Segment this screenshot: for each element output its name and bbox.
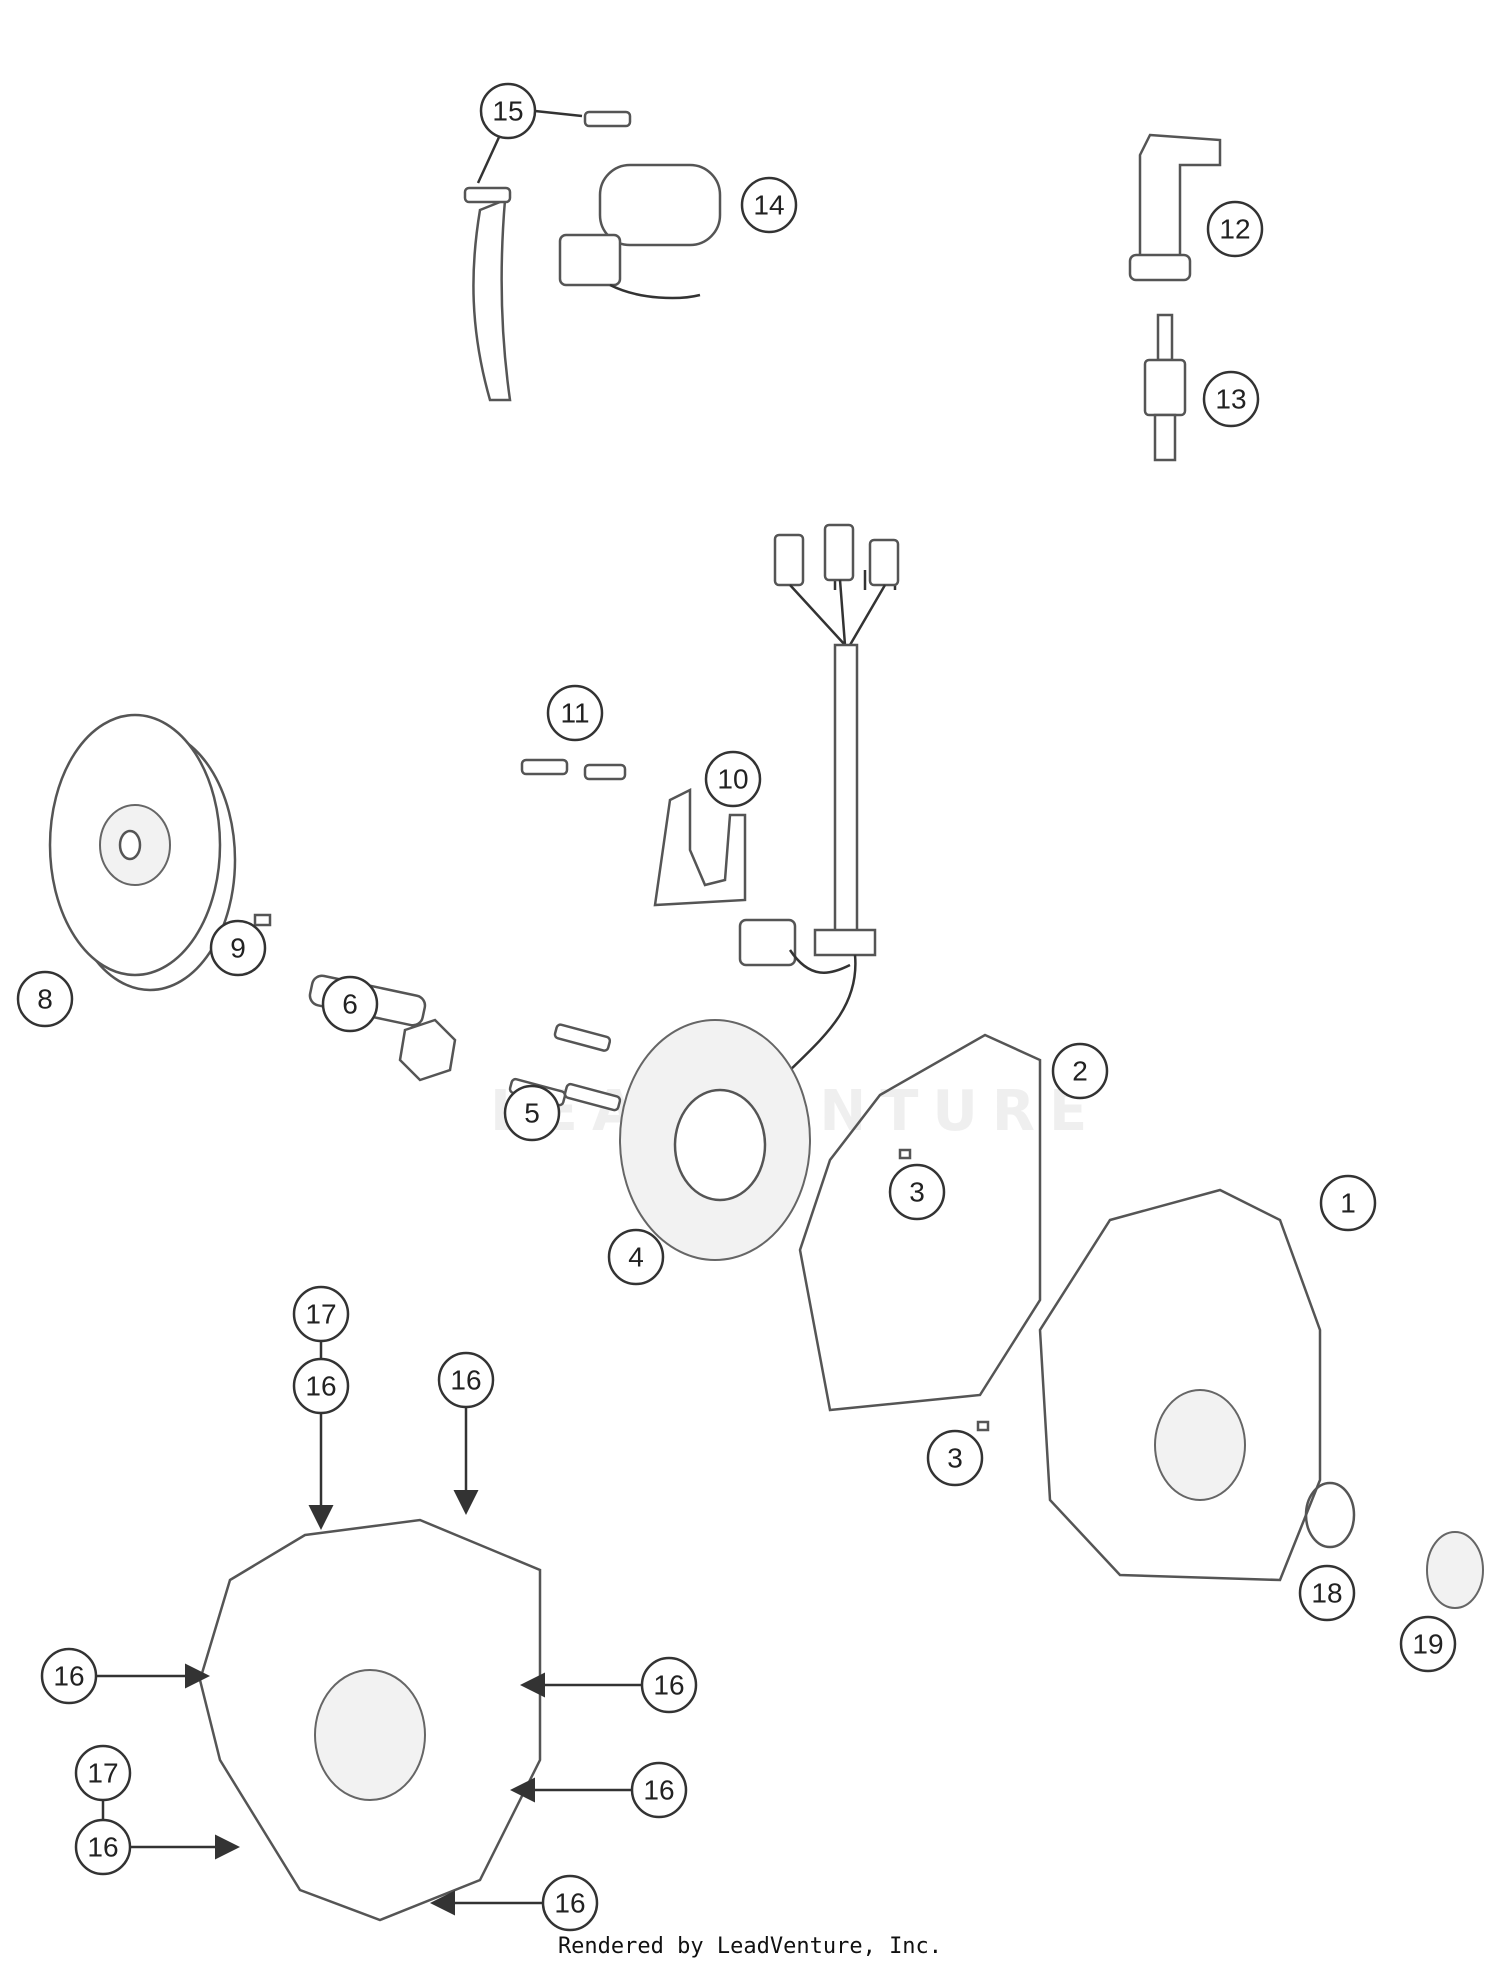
- callout-circle: [321, 975, 379, 1033]
- callout-16[interactable]: 16: [437, 1351, 495, 1409]
- callout-15[interactable]: 15: [479, 82, 537, 140]
- callout-18[interactable]: 18: [1298, 1564, 1356, 1622]
- callout-number: 6: [342, 989, 358, 1020]
- callout-17[interactable]: 17: [74, 1744, 132, 1802]
- callout-4[interactable]: 4: [607, 1228, 665, 1286]
- callout-circle: [1202, 370, 1260, 428]
- callout-circle: [740, 176, 798, 234]
- flywheel: [48, 713, 237, 992]
- callout-circle: [546, 684, 604, 742]
- callout-16[interactable]: 16: [630, 1761, 688, 1819]
- bolts-15: [463, 109, 632, 204]
- callout-number: 14: [753, 190, 784, 221]
- gasket: [798, 1033, 1042, 1412]
- callout-16[interactable]: 16: [40, 1647, 98, 1705]
- callout-number: 8: [37, 984, 53, 1015]
- callout-number: 16: [53, 1661, 84, 1692]
- dowel-3b: [976, 1420, 990, 1432]
- callout-8[interactable]: 8: [16, 970, 74, 1028]
- callout-circle: [926, 1429, 984, 1487]
- callout-number: 18: [1311, 1578, 1342, 1609]
- footer-credit: Rendered by LeadVenture, Inc.: [557, 1934, 943, 1959]
- callout-number: 16: [305, 1371, 336, 1402]
- callout-circle: [1206, 200, 1264, 258]
- callout-3[interactable]: 3: [926, 1429, 984, 1487]
- callout-circle: [607, 1228, 665, 1286]
- spark-plug: [1143, 313, 1187, 462]
- callout-circle: [704, 750, 762, 808]
- callout-16[interactable]: 16: [74, 1818, 132, 1876]
- callout-6[interactable]: 6: [321, 975, 379, 1033]
- callout-number: 16: [653, 1670, 684, 1701]
- callout-5[interactable]: 5: [503, 1084, 561, 1142]
- callout-circle: [1051, 1042, 1109, 1100]
- callout-2[interactable]: 2: [1051, 1042, 1109, 1100]
- callout-circle: [1319, 1174, 1377, 1232]
- callout-number: 16: [643, 1775, 674, 1806]
- callout-12[interactable]: 12: [1206, 200, 1264, 258]
- callout-circle: [888, 1163, 946, 1221]
- o-ring: [1304, 1481, 1356, 1549]
- callout-circle: [640, 1656, 698, 1714]
- callout-number: 17: [87, 1758, 118, 1789]
- spark-plug-connector: [1128, 133, 1222, 282]
- callout-16[interactable]: 16: [640, 1656, 698, 1714]
- callout-circle: [630, 1761, 688, 1819]
- callout-circle: [437, 1351, 495, 1409]
- callout-circle: [74, 1744, 132, 1802]
- dowel-3: [898, 1148, 912, 1160]
- callout-13[interactable]: 13: [1202, 370, 1260, 428]
- callout-9[interactable]: 9: [209, 919, 267, 977]
- callout-circle: [209, 919, 267, 977]
- callout-10[interactable]: 10: [704, 750, 762, 808]
- callout-number: 16: [554, 1888, 585, 1919]
- ignition-cover-front: [198, 1518, 542, 1922]
- callout-circle: [16, 970, 74, 1028]
- callout-3[interactable]: 3: [888, 1163, 946, 1221]
- callout-16[interactable]: 16: [292, 1357, 350, 1415]
- callout-circle: [541, 1874, 599, 1932]
- callout-number: 5: [524, 1098, 540, 1129]
- callout-number: 16: [87, 1832, 118, 1863]
- callout-16[interactable]: 16: [541, 1874, 599, 1932]
- callout-number: 10: [717, 764, 748, 795]
- callout-circle: [40, 1647, 98, 1705]
- callout-circle: [503, 1084, 561, 1142]
- callout-1[interactable]: 1: [1319, 1174, 1377, 1232]
- callout-circle: [1399, 1615, 1457, 1673]
- callout-circle: [1298, 1564, 1356, 1622]
- stator: [619, 1019, 811, 1261]
- callout-17[interactable]: 17: [292, 1285, 350, 1343]
- plug-19: [1426, 1531, 1484, 1609]
- callout-14[interactable]: 14: [740, 176, 798, 234]
- callout-number: 17: [305, 1299, 336, 1330]
- callout-number: 19: [1412, 1629, 1443, 1660]
- leader-lines: [97, 1341, 641, 1916]
- callout-number: 1: [1340, 1188, 1356, 1219]
- callout-number: 11: [560, 698, 589, 729]
- callout-number: 3: [947, 1443, 963, 1474]
- callout-19[interactable]: 19: [1399, 1615, 1457, 1673]
- callout-circle: [74, 1818, 132, 1876]
- callout-circle: [479, 82, 537, 140]
- callout-number: 4: [628, 1242, 644, 1273]
- callout-circle: [292, 1285, 350, 1343]
- callout-circle: [292, 1357, 350, 1415]
- ignition-cover-side: [1038, 1188, 1322, 1582]
- callout-number: 12: [1219, 214, 1250, 245]
- callout-number: 15: [492, 96, 523, 127]
- screws-11: [520, 758, 627, 781]
- stator-wiring: [738, 523, 900, 1081]
- callout-number: 9: [230, 933, 246, 964]
- key-9: [253, 913, 272, 927]
- callout-number: 2: [1072, 1056, 1088, 1087]
- callout-number: 16: [450, 1365, 481, 1396]
- callout-11[interactable]: 11: [546, 684, 604, 742]
- cable-bracket: [653, 787, 747, 907]
- callout-number: 13: [1215, 384, 1246, 415]
- callout-number: 3: [909, 1177, 925, 1208]
